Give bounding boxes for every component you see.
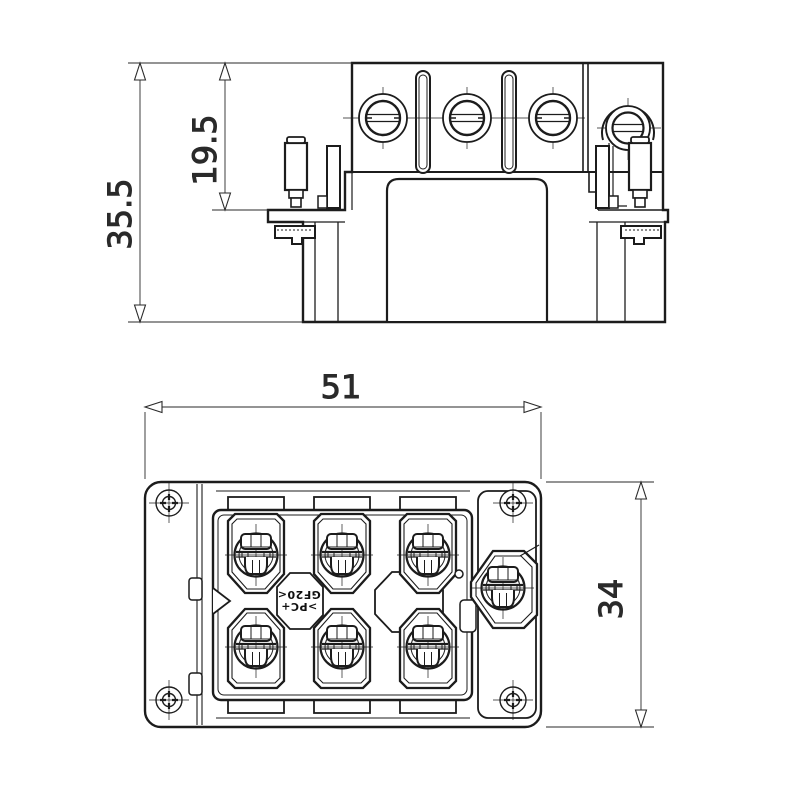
center-hex-marking-area [276,572,324,630]
dim-label-51: 51 [321,368,362,406]
dim-overall-height: 35.5 [101,62,352,323]
dim-upper-height: 19.5 [186,62,268,211]
pe-cell-inner [475,555,533,624]
side-view [266,61,670,324]
dim-overall-width: 51 [144,368,542,479]
bottom-view: >PC+ GF20< [143,480,543,729]
material-marking: >PC+ GF20< [277,588,321,613]
dimensions: 35.5 19.5 51 34 [101,62,654,728]
vent-slot-1-inner [418,74,428,170]
pe-bridge [459,599,477,633]
marking-line-1: >PC+ [281,600,318,613]
marking-line-2: GF20< [277,588,321,601]
vent-slot-2 [501,70,517,174]
dim-label-34: 34 [592,579,630,620]
vent-slot-1 [415,70,431,174]
pe-chamfer-line [519,544,540,557]
side-front-face [385,177,549,321]
vent-hole [454,569,464,579]
vent-slot-2-inner [504,74,514,170]
dim-face-height: 34 [546,481,654,728]
dim-label-19-5: 19.5 [186,114,224,185]
dim-label-35-5: 35.5 [101,178,139,249]
face-rails-tabs [216,490,470,719]
terminal-block [343,63,589,174]
coding-notch [212,587,232,615]
face-left-rail [188,484,203,725]
